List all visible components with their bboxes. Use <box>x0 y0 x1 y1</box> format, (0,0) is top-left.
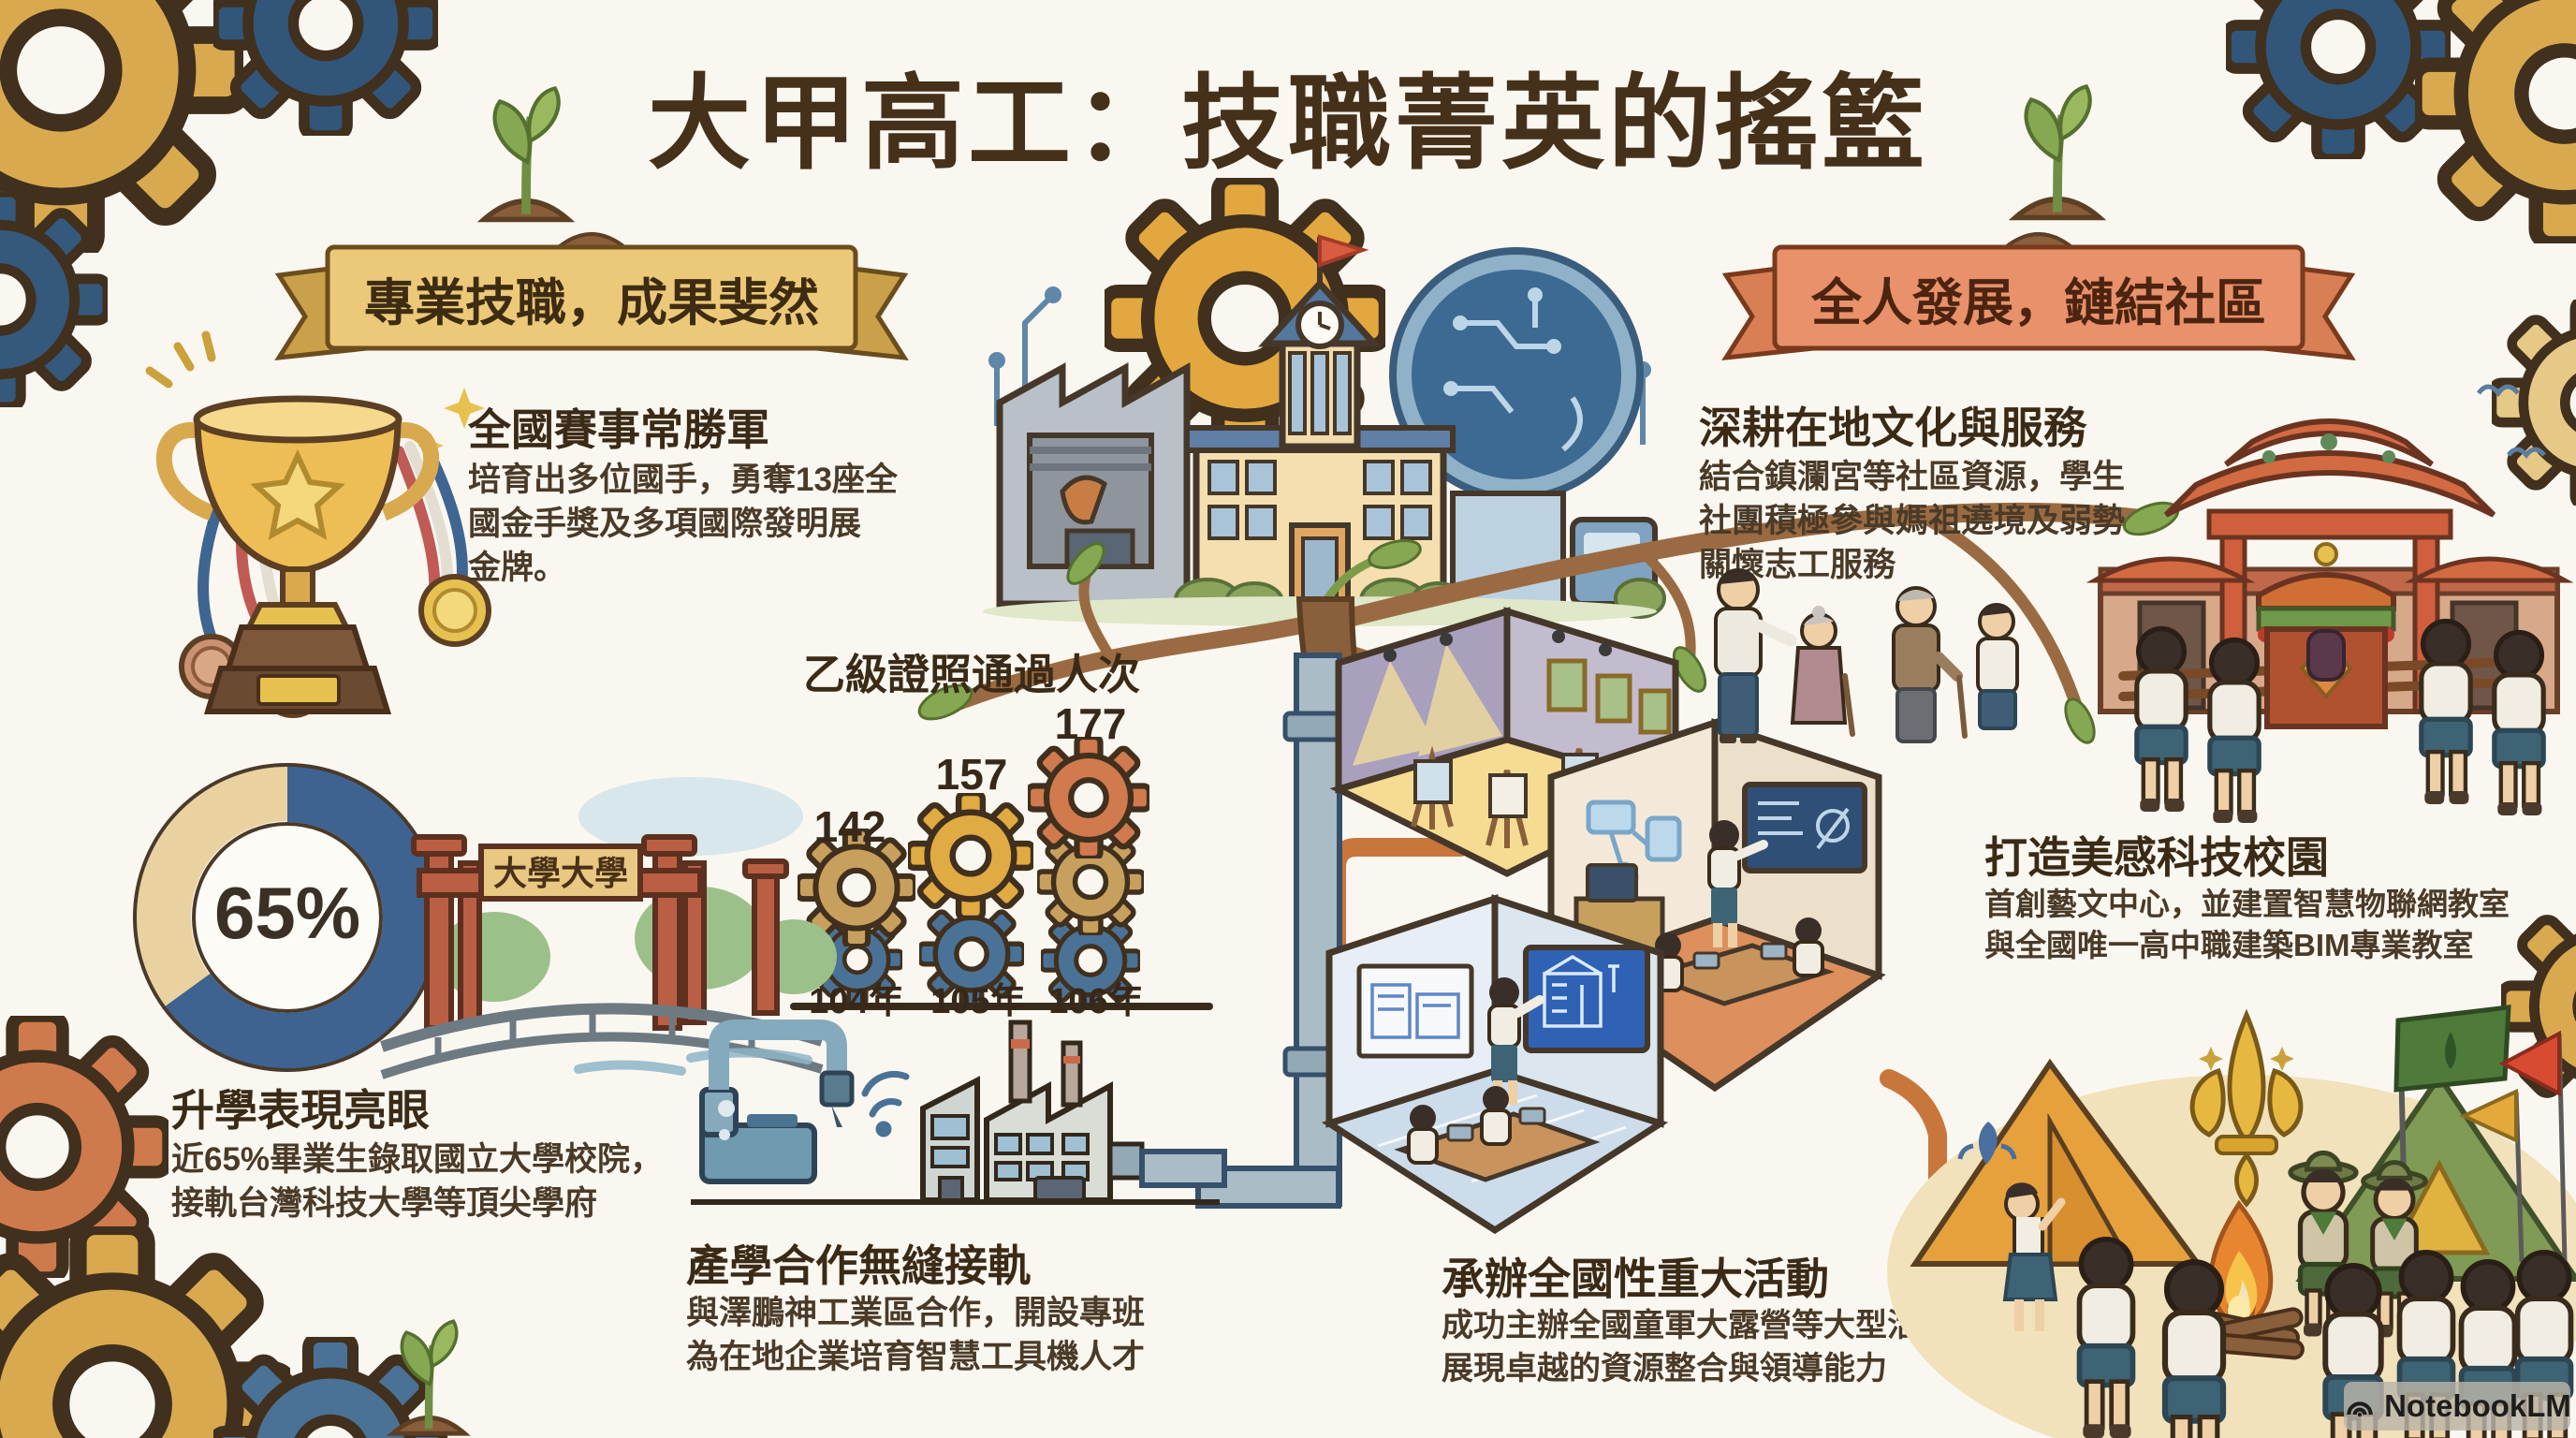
monitor-icon <box>1586 863 1638 902</box>
banner-left: 專業技職，成果斐然 <box>273 232 910 361</box>
gear-icon <box>0 192 108 407</box>
gear-bar-chart <box>790 697 1213 1010</box>
cnc-machine-icon <box>699 1020 855 1184</box>
smart-factory-illustration <box>691 1020 1227 1205</box>
banner-right: 全人發展，鏈結社區 <box>1720 232 2357 361</box>
student-carrier <box>2137 628 2186 812</box>
bar-category: 106年 <box>1048 982 1144 1021</box>
student-carrier <box>2495 632 2543 815</box>
pennant-icon <box>2459 1030 2568 1263</box>
donut-arc <box>136 766 439 1069</box>
donut-chart <box>133 763 442 1072</box>
elderly-man-figure <box>1892 586 1968 743</box>
student-carrier <box>2422 621 2470 804</box>
temple-scene <box>2086 384 2574 815</box>
student-figure <box>1480 1086 1546 1146</box>
community-body: 結合鎮瀾宮等社區資源，學生 社團積極參與媽祖遶境及弱勢 關懷志工服務 <box>1699 459 2126 583</box>
gate-sign <box>478 844 643 902</box>
art-room-illustration <box>1329 607 1685 877</box>
student-figure <box>1407 1105 1474 1165</box>
student-figure <box>2165 1262 2223 1438</box>
bar-value: 142 <box>813 802 886 851</box>
scout-camp-scene <box>1887 1005 2576 1438</box>
gate-sign-label: 大學大學 <box>493 854 628 892</box>
orange-tent-icon <box>1910 1058 2203 1267</box>
student-carrier <box>2210 639 2259 823</box>
banner-right-label: 全人發展，鏈結社區 <box>1811 274 2266 331</box>
campus-body: 首創藝文中心，並建置智慧物聯網教室 與全國唯一高中職建築BIM專業教室 <box>1984 887 2510 963</box>
projector-screen-icon <box>1356 963 1474 1059</box>
industry-heading: 產學合作無縫接軌 <box>686 1241 1031 1290</box>
bar-category: 105年 <box>930 982 1026 1021</box>
gear-chart-title: 乙級證照通過人次 <box>803 651 1141 698</box>
community-heading: 深耕在地文化與服務 <box>1699 404 2086 452</box>
banner-left-label: 專業技職，成果斐然 <box>364 274 819 331</box>
robot-arm-icon <box>1060 475 1107 525</box>
flag-icon <box>1318 234 1369 268</box>
bar-value: 177 <box>1054 699 1127 748</box>
bim-classroom-illustration <box>1321 894 1669 1235</box>
admission-body: 近65%畢業生錄取國立大學校院， 接軌台灣科技大學等頂尖學府 <box>171 1141 664 1222</box>
events-body: 成功主辦全國童軍大露營等大型活動， 展現卓越的資源整合與領導能力 <box>1442 1308 1983 1387</box>
university-gate-illustration: 大學大學 <box>380 777 837 1079</box>
volunteer-scene <box>1714 568 2019 743</box>
watermark-label: NotebookLM <box>2384 1388 2571 1423</box>
student-volunteer-figure <box>1976 603 2019 730</box>
factory-building-icon <box>984 1020 1113 1203</box>
sparkle-icon <box>444 388 485 429</box>
student-figure <box>1760 917 1824 977</box>
ribbon-right <box>1721 232 2356 361</box>
seedling-icon <box>461 67 592 227</box>
campfire-icon <box>2176 1199 2305 1360</box>
gear-icon <box>908 793 1033 918</box>
palanquin-icon <box>2118 542 2539 729</box>
iot-classroom-illustration <box>1544 718 1886 1093</box>
elderly-woman-figure <box>1790 606 1855 737</box>
notebooklm-watermark: NotebookLM <box>2344 1382 2571 1431</box>
industry-body: 與澤鵬神工業區合作，開設專班 為在地企業培育智慧工具機人才 <box>686 1295 1146 1375</box>
star-icon <box>250 448 345 540</box>
teacher-figure <box>1707 820 1768 947</box>
seedling-icon <box>373 1275 485 1438</box>
student-figure-waving <box>2002 1182 2066 1331</box>
campus-heading: 打造美感科技校園 <box>1984 833 2329 882</box>
seedling-icon <box>1992 66 2123 225</box>
pipe <box>1139 1149 1227 1188</box>
donut-center-label: 65% <box>213 872 361 954</box>
desk <box>1394 1111 1601 1182</box>
spotlight-beams <box>1353 644 1502 766</box>
gear-icon <box>2415 0 2576 243</box>
awards-heading: 全國賽事常勝軍 <box>468 405 769 454</box>
wifi-icon <box>861 1071 910 1137</box>
ribbon-left <box>274 232 909 361</box>
page-title: 大甲高工：技職菁英的搖籃 <box>648 66 1928 182</box>
volunteer-figure <box>1714 568 1797 743</box>
fleur-de-lis-icon <box>2189 1008 2304 1208</box>
notebooklm-logo-icon <box>2347 1401 2373 1417</box>
school-illustration <box>983 211 1666 626</box>
teacher-figure <box>1487 977 1544 1105</box>
events-heading: 承辦全國性重大活動 <box>1442 1255 1829 1303</box>
water <box>574 1048 812 1076</box>
awards-body: 培育出多位國手，勇奪13座全 國金手獎及多項國際發明展 金牌。 <box>468 462 898 586</box>
bird-icon <box>2476 384 2546 460</box>
admission-heading: 升學表現亮眼 <box>171 1086 430 1135</box>
bar-category: 104年 <box>809 982 904 1021</box>
picture-frames <box>1546 658 1672 735</box>
bar-value: 157 <box>935 750 1008 799</box>
gear-icon <box>213 0 438 136</box>
gear-icon <box>1028 737 1149 858</box>
trophy-icon <box>145 330 491 718</box>
smart-screen-icon <box>1742 782 1867 873</box>
leaf-icon <box>917 501 2180 873</box>
